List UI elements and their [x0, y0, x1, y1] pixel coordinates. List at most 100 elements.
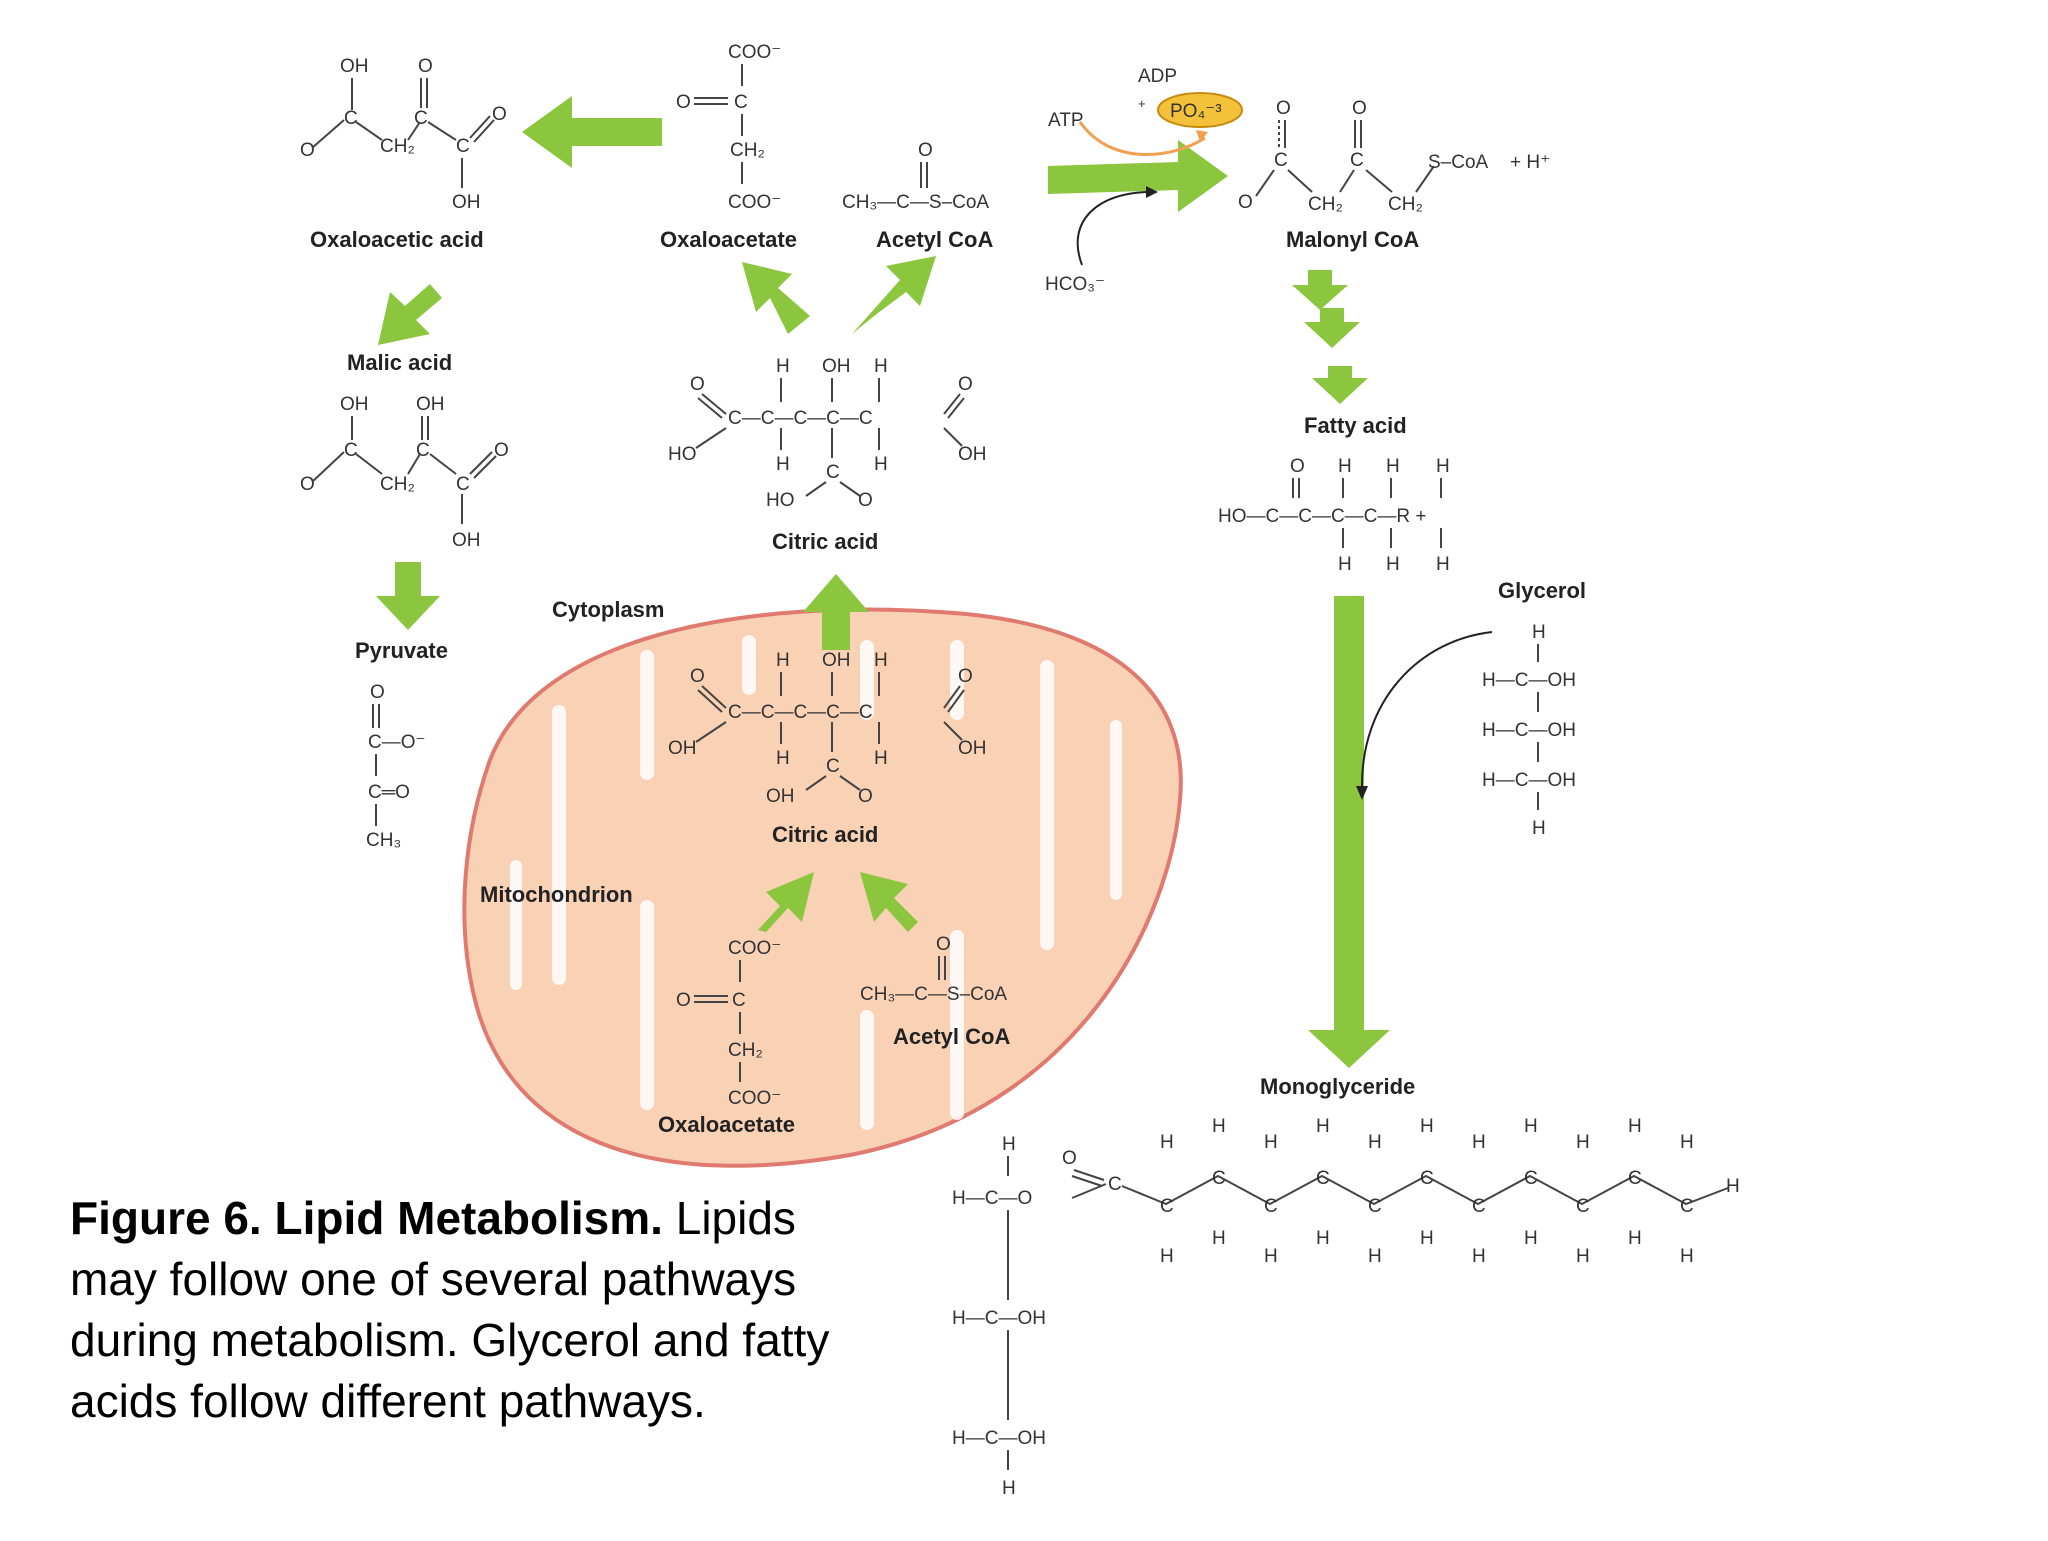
svg-text:C—O⁻: C—O⁻: [368, 732, 426, 753]
svg-text:O: O: [858, 786, 873, 807]
svg-text:H: H: [874, 748, 888, 769]
svg-text:H: H: [1002, 1478, 1016, 1499]
svg-text:OH: OH: [340, 56, 369, 77]
svg-text:C: C: [1108, 1174, 1122, 1195]
plus-sign: +: [1138, 96, 1146, 111]
figure-caption: Figure 6. Lipid Metabolism. Lipids may f…: [70, 1188, 830, 1432]
svg-text:H: H: [1212, 1116, 1226, 1137]
svg-text:H: H: [874, 650, 888, 671]
svg-text:H: H: [1576, 1246, 1590, 1267]
svg-text:CH₂: CH₂: [728, 1040, 763, 1061]
svg-text:C—C—C—C—C: C—C—C—C—C: [728, 702, 873, 723]
svg-text:C═O: C═O: [368, 782, 410, 803]
svg-text:C: C: [456, 136, 470, 157]
svg-text:O: O: [1290, 456, 1305, 477]
svg-text:H: H: [776, 650, 790, 671]
svg-text:H: H: [1628, 1116, 1642, 1137]
svg-text:H: H: [1532, 818, 1546, 839]
svg-text:OH: OH: [822, 650, 851, 671]
svg-text:H: H: [1368, 1246, 1382, 1267]
arrow-malonyl-to-fatty-3: [1312, 366, 1368, 404]
svg-text:H: H: [1368, 1132, 1382, 1153]
svg-text:OH: OH: [958, 738, 987, 759]
svg-text:H: H: [1472, 1246, 1486, 1267]
svg-text:O: O: [676, 990, 691, 1011]
svg-text:H: H: [1420, 1116, 1434, 1137]
svg-text:O: O: [676, 92, 691, 113]
arrow-citric-out-of-mitochondrion: [803, 574, 869, 650]
svg-text:C: C: [344, 108, 358, 129]
svg-text:H: H: [1576, 1132, 1590, 1153]
cristae: [510, 635, 1122, 1130]
atp-adp-curve: [1078, 121, 1206, 157]
oxaloacetate-label-mito: Oxaloacetate: [658, 1112, 795, 1137]
arrow-acetylcoa-to-malonylcoa: [1048, 140, 1228, 212]
svg-text:C: C: [1274, 150, 1288, 171]
svg-text:H: H: [1316, 1228, 1330, 1249]
svg-text:C: C: [344, 440, 358, 461]
arrow-oxaloacetate-to-oxaloacetic: [522, 96, 662, 168]
svg-text:OH: OH: [452, 192, 481, 213]
svg-text:H—C—OH: H—C—OH: [952, 1428, 1046, 1449]
svg-text:C: C: [1212, 1168, 1226, 1189]
oxaloacetate-label-top: Oxaloacetate: [660, 227, 797, 252]
pathway-arrows: [376, 96, 1390, 1068]
svg-text:C: C: [1472, 1196, 1486, 1217]
svg-text:H: H: [1160, 1246, 1174, 1267]
acetyl-coa-label-mito: Acetyl CoA: [893, 1024, 1010, 1049]
arrow-to-malic-acid: [378, 284, 442, 345]
arrow-oxaloacetate-to-citric-mito: [758, 872, 814, 932]
bicarbonate-text: HCO₃⁻: [1045, 274, 1105, 295]
h-plus-text: + H⁺: [1510, 152, 1550, 173]
svg-text:C: C: [1420, 1168, 1434, 1189]
svg-text:O: O: [1276, 98, 1291, 119]
arrow-citric-to-acetylcoa: [852, 256, 936, 334]
svg-text:C: C: [1576, 1196, 1590, 1217]
svg-text:H: H: [1160, 1132, 1174, 1153]
svg-text:C: C: [1368, 1196, 1382, 1217]
svg-text:CH₃—C—S–CoA: CH₃—C—S–CoA: [860, 984, 1007, 1005]
svg-text:O: O: [918, 140, 933, 161]
svg-text:C: C: [1316, 1168, 1330, 1189]
svg-text:H: H: [1386, 554, 1400, 575]
oxaloacetate-structure-mito: COO⁻ O C CH₂ COO⁻: [676, 938, 781, 1109]
svg-text:O: O: [1238, 192, 1253, 213]
svg-text:C: C: [1524, 1168, 1538, 1189]
bicarbonate-curve: [1076, 191, 1151, 266]
svg-text:C: C: [1264, 1196, 1278, 1217]
svg-text:CH₂: CH₂: [1388, 194, 1423, 215]
arrow-malonyl-to-fatty-1: [1292, 270, 1348, 310]
monoglyceride-structure: H H—C—O O C H—C—OH H—C—OH H CCC CCC CCC …: [952, 1116, 1740, 1499]
svg-text:O: O: [418, 56, 433, 77]
svg-text:H: H: [776, 748, 790, 769]
phosphate-badge: [1157, 92, 1243, 128]
svg-text:OH: OH: [452, 530, 481, 551]
svg-text:C: C: [1160, 1196, 1174, 1217]
svg-text:O: O: [494, 440, 509, 461]
svg-text:H: H: [1212, 1228, 1226, 1249]
svg-text:H: H: [1316, 1116, 1330, 1137]
svg-text:H—C—OH: H—C—OH: [1482, 670, 1576, 691]
pyruvate-structure: O C—O⁻ C═O CH₃: [366, 682, 426, 851]
svg-text:H: H: [1436, 554, 1450, 575]
svg-text:COO⁻: COO⁻: [728, 938, 781, 959]
svg-text:OH: OH: [958, 444, 987, 465]
oxaloacetate-structure-top: COO⁻ O C CH₂ COO⁻: [676, 42, 781, 213]
svg-text:C: C: [732, 990, 746, 1011]
svg-text:COO⁻: COO⁻: [728, 1088, 781, 1109]
svg-text:OH: OH: [340, 394, 369, 415]
svg-text:H—C—OH: H—C—OH: [1482, 720, 1576, 741]
caption-bold: Figure 6. Lipid Metabolism.: [70, 1192, 663, 1244]
glycerol-structure: H H—C—OH H—C—OH H—C—OH H: [1482, 622, 1576, 839]
svg-text:C: C: [414, 108, 428, 129]
svg-text:C: C: [734, 92, 748, 113]
svg-text:OH: OH: [668, 738, 697, 759]
svg-text:O: O: [858, 490, 873, 511]
mitochondrion: [462, 607, 1183, 1168]
svg-text:CH₃—C—S–CoA: CH₃—C—S–CoA: [842, 192, 989, 213]
cytoplasm-label: Cytoplasm: [552, 597, 664, 622]
svg-text:H: H: [874, 454, 888, 475]
svg-text:O: O: [300, 474, 315, 495]
